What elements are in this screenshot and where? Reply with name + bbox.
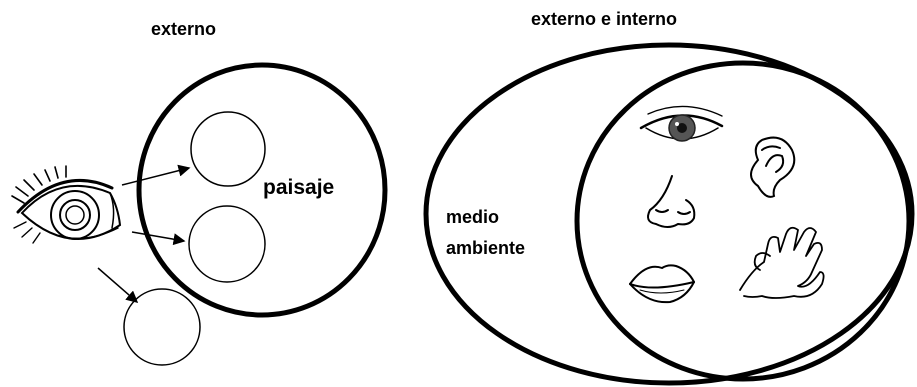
perception-circle-bottom: [123, 288, 201, 366]
nose-icon: [647, 175, 696, 228]
ambiente-label: ambiente: [446, 238, 526, 258]
eye-icon: [639, 105, 724, 142]
paisaje-oval: [136, 62, 388, 318]
externo-interno-outer-oval: [423, 42, 915, 386]
hand-icon: [739, 226, 825, 299]
arrow-to-bottom-circle: [97, 267, 139, 303]
arrow-to-middle-circle: [131, 231, 186, 246]
eye-icon: [11, 165, 122, 244]
externo-label: externo: [151, 19, 217, 39]
paisaje-label: paisaje: [263, 176, 335, 199]
externo-e-interno-label: externo e interno: [531, 9, 678, 29]
perception-circle-middle: [188, 205, 266, 283]
mouth-icon: [629, 264, 695, 304]
medio-label: medio: [446, 207, 500, 227]
medio-ambiente-label: medio ambiente: [446, 202, 525, 264]
perception-circle-top: [190, 111, 266, 187]
arrow-to-top-circle: [121, 164, 191, 186]
ear-icon: [750, 136, 796, 198]
medio-ambiente-inner-oval: [574, 60, 912, 382]
